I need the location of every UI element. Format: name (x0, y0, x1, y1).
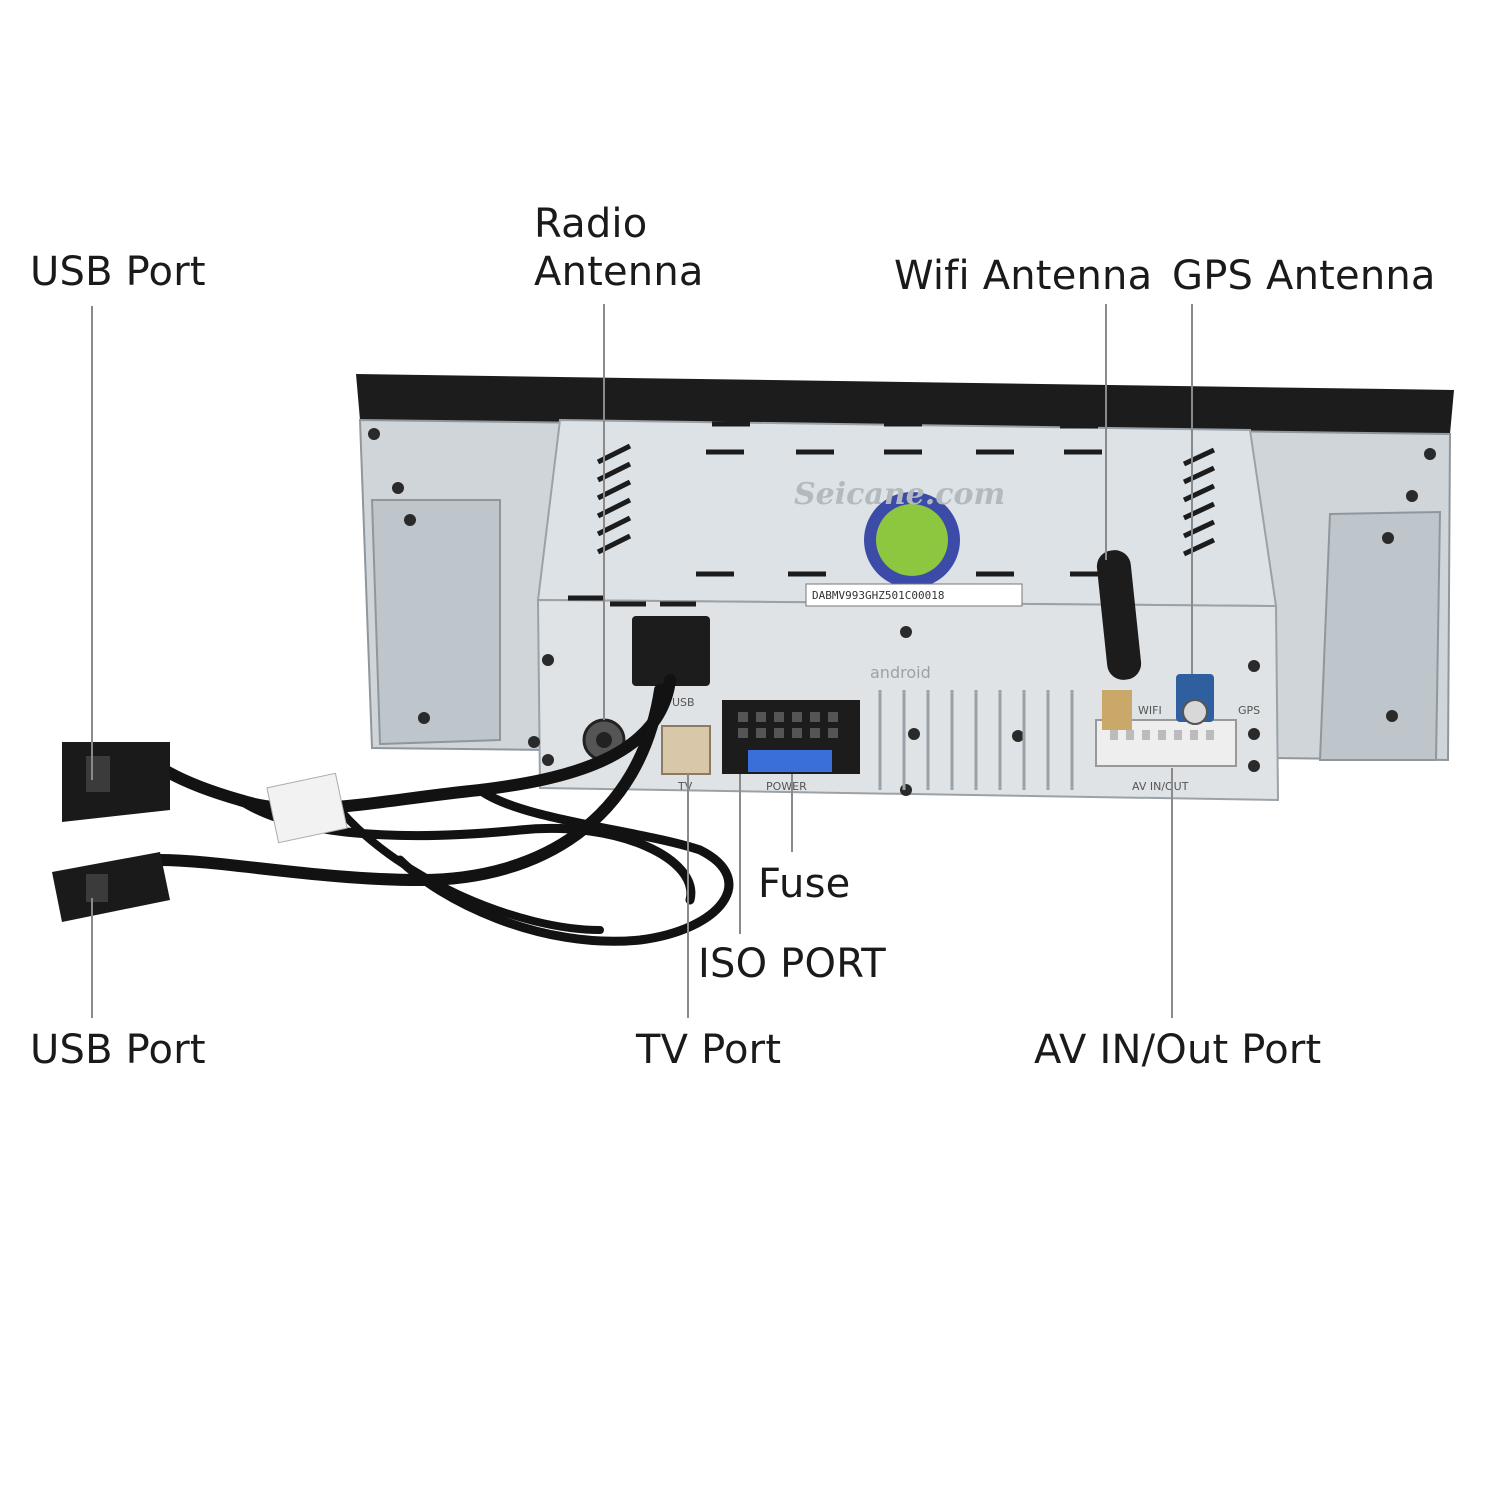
panel-wifi-text: WIFI (1138, 704, 1162, 717)
label-radio-antenna-line1: Radio (534, 201, 648, 247)
usb-plug-top (62, 742, 170, 822)
android-sticker-inner (876, 504, 948, 576)
serial-text: DABMV993GHZ501C00018 (812, 589, 944, 602)
panel-usb-text: USB (672, 696, 695, 709)
leader-lines (91, 304, 1193, 1018)
cable-tag (266, 772, 348, 844)
label-usb-port-top: USB Port (30, 249, 206, 295)
label-wifi-antenna: Wifi Antenna (894, 253, 1153, 299)
heatsink-fins (878, 690, 1074, 790)
panel-gps-text: GPS (1238, 704, 1260, 717)
wifi-antenna-stub (1096, 550, 1142, 680)
panel-power-text: POWER (766, 780, 807, 793)
label-tv-port: TV Port (636, 1027, 782, 1073)
iso-pins (738, 712, 838, 738)
label-gps-antenna: GPS Antenna (1172, 253, 1436, 299)
watermark: Seicane.com (794, 477, 1005, 512)
label-usb-port-bottom: USB Port (30, 1027, 206, 1073)
vent-right (1182, 447, 1216, 557)
top-slots (568, 421, 1108, 607)
serial-sticker (805, 583, 1023, 607)
usb-plug-on-panel (632, 616, 710, 686)
av-pins (1110, 730, 1214, 740)
usb-plug-bottom (52, 852, 170, 922)
label-iso-port: ISO PORT (698, 941, 886, 987)
left-wing (370, 499, 501, 746)
right-wing (1318, 510, 1442, 761)
tv-connector (661, 725, 711, 775)
front-bezel (356, 374, 1454, 434)
gps-fakra-jack (1182, 699, 1208, 725)
label-fuse: Fuse (758, 861, 851, 907)
label-av-in-out-port: AV IN/Out Port (1034, 1027, 1322, 1073)
panel-android-text: android (870, 663, 931, 682)
radio-antenna-jack-core (596, 732, 612, 748)
panel-tv-text: TV (677, 780, 693, 793)
fuse (748, 750, 832, 772)
screws (368, 428, 1436, 796)
label-radio-antenna-line2: Antenna (534, 249, 704, 295)
wifi-antenna-base (1102, 690, 1132, 730)
label-radio-antenna: Radio Antenna (534, 200, 704, 296)
head-unit-body: DABMV993GHZ501C00018 Seicane.com (356, 374, 1454, 802)
panel-av-text: AV IN/OUT (1132, 780, 1189, 793)
